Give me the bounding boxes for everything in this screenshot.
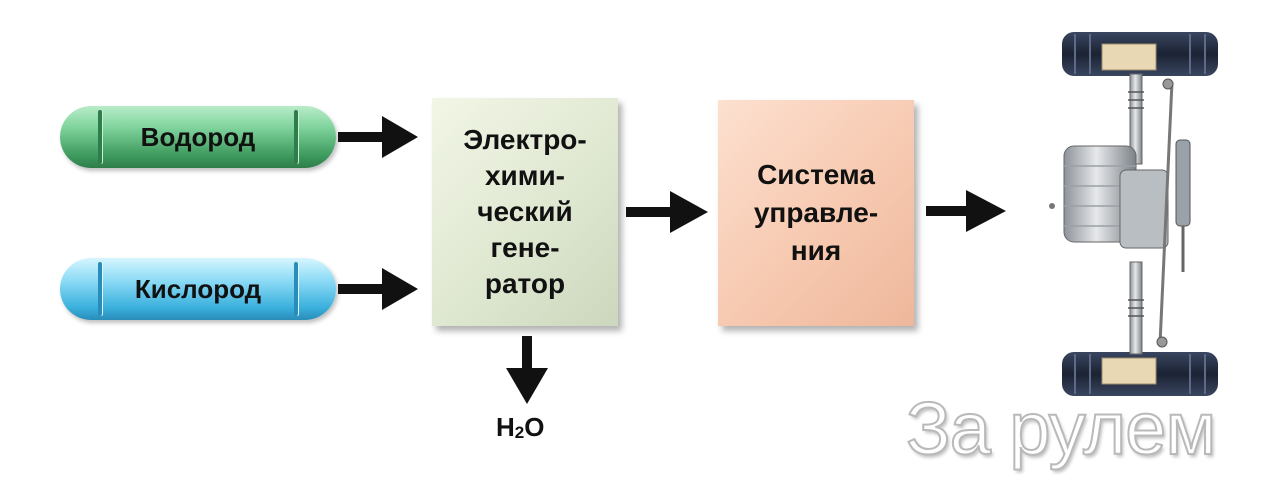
- za-rulem-watermark: За рулем: [905, 386, 1217, 471]
- arrow-generator-to-control: [626, 191, 708, 233]
- arrow-hydrogen-to-generator: [338, 116, 418, 158]
- control-system-box: Система управле- ния: [718, 100, 914, 326]
- water-symbol-h: H: [496, 412, 515, 442]
- oxygen-label: Кислород: [134, 273, 262, 304]
- car-chassis-icon: [1049, 32, 1218, 396]
- generator-label: Электро- хими- ческий гене- ратор: [463, 124, 587, 299]
- electrochemical-generator-box: Электро- хими- ческий гене- ратор: [432, 98, 618, 326]
- tank-ring: [294, 110, 298, 164]
- arrow-oxygen-to-generator: [338, 268, 418, 310]
- hydrogen-label: Водород: [140, 121, 256, 152]
- tank-ring: [294, 262, 298, 316]
- water-subscript: 2: [514, 423, 525, 442]
- water-symbol-o: O: [524, 412, 545, 442]
- tank-ring: [98, 262, 102, 316]
- oxygen-tank: Кислород: [60, 258, 336, 320]
- arrow-control-to-chassis: [926, 190, 1006, 232]
- tank-ring: [98, 110, 102, 164]
- hydrogen-tank: Водород: [60, 106, 336, 168]
- arrow-generator-to-water: [506, 336, 548, 404]
- control-label: Система управле- ния: [753, 159, 879, 266]
- water-output-label: H2O: [496, 412, 544, 443]
